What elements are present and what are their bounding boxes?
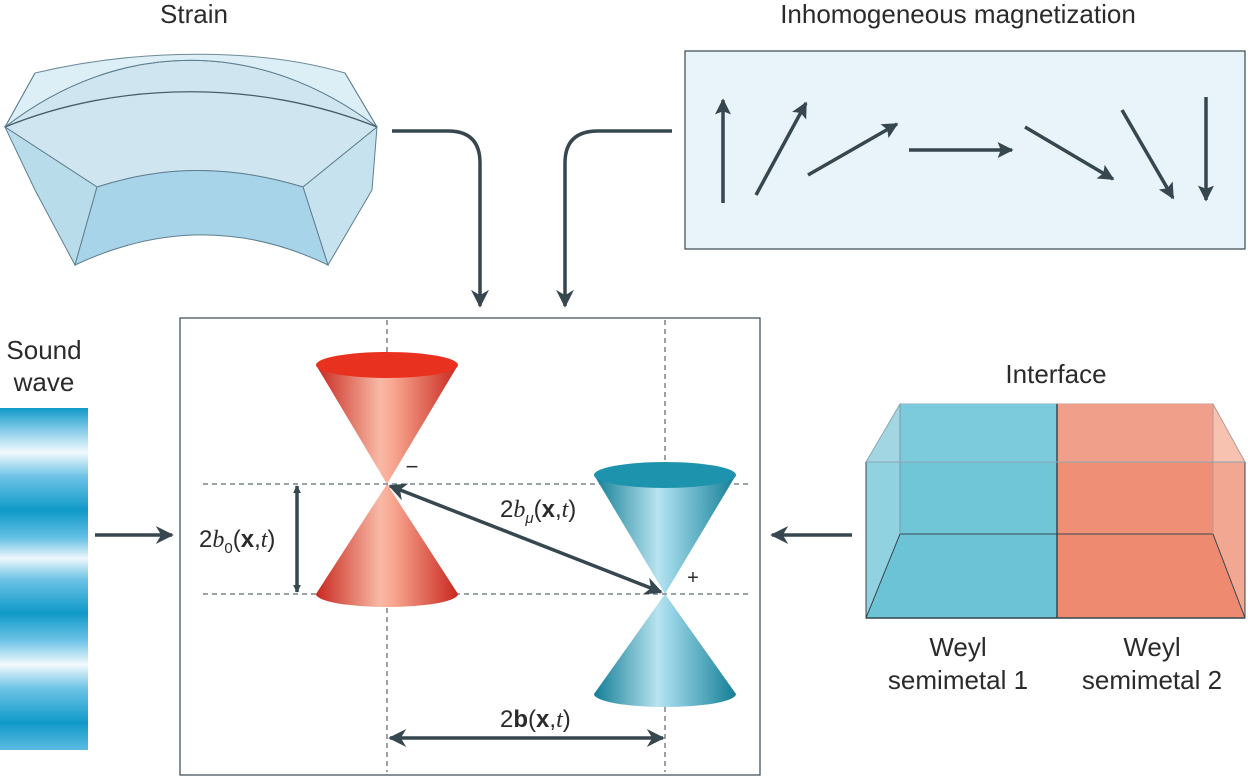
magnetization-arrows (715, 97, 1214, 203)
bmu-label: 2bμ(x,t) (500, 496, 576, 527)
interface-label: Interface (1005, 359, 1106, 389)
minus-chirality-label: − (406, 454, 419, 479)
b-label: 2b(x,t) (500, 706, 571, 733)
sound-label-line1: Sound (6, 335, 81, 365)
flow-arrow-icon (392, 129, 489, 308)
magnetization-arrow-icon (807, 122, 899, 177)
magnetization-arrow-icon (1024, 125, 1115, 181)
weyl1-label-line2: semimetal 1 (888, 665, 1028, 695)
strain-block (3, 53, 378, 267)
plus-chirality-label: + (687, 567, 699, 589)
sound-label-line2: wave (13, 367, 75, 397)
weyl2-label-line1: Weyl (1123, 632, 1180, 662)
strain-label: Strain (160, 0, 228, 29)
weyl2-label-line2: semimetal 2 (1082, 665, 1222, 695)
sound-wave (0, 408, 88, 750)
magnetization-arrow-icon (1120, 109, 1175, 200)
magnetization-label: Inhomogeneous magnetization (780, 0, 1136, 29)
b0-label: 2b0(x,t) (199, 526, 275, 557)
interface-block (865, 403, 1246, 619)
flow-arrow-icon (556, 129, 672, 308)
bmu-double-arrow (388, 483, 663, 595)
magnetization-arrow-icon (754, 101, 808, 196)
weyl1-label-line1: Weyl (929, 632, 986, 662)
